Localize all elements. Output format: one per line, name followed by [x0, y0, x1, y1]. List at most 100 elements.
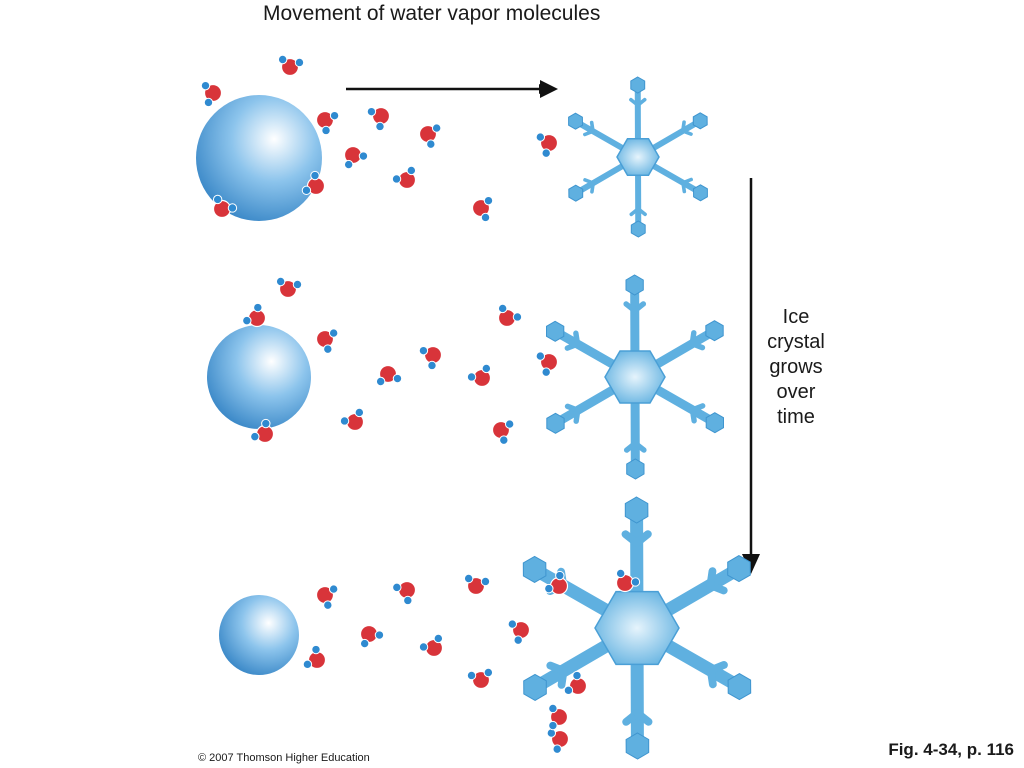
hydrogen-atom: [548, 703, 558, 714]
crystal-tip: [692, 184, 708, 202]
hydrogen-atom: [504, 419, 515, 429]
hydrogen-atom: [513, 635, 523, 645]
hydrogen-atom: [426, 139, 436, 149]
water-molecule: [471, 195, 494, 223]
water-molecule: [507, 619, 531, 645]
crystal-barb: [706, 661, 728, 675]
crystal-barb: [573, 407, 581, 424]
side-label: Ice crystal grows over time: [755, 305, 837, 430]
crystal-tip: [546, 320, 565, 342]
water-molecule: [315, 328, 339, 354]
hydrogen-atom: [481, 363, 492, 374]
hydrogen-atom: [359, 638, 370, 649]
water-molecule: [491, 419, 515, 445]
water-droplet-medium: [207, 325, 311, 429]
crystal-tip: [630, 76, 646, 94]
water-molecule: [212, 194, 238, 219]
water-molecule: [418, 633, 444, 658]
crystal-tip: [692, 112, 708, 130]
hydrogen-atom: [466, 670, 477, 681]
hydrogen-atom: [630, 577, 641, 587]
crystal-tip: [626, 458, 645, 480]
hydrogen-atom: [548, 720, 558, 731]
hydrogen-atom: [392, 582, 402, 593]
water-molecule: [375, 364, 403, 387]
water-molecule: [242, 302, 267, 328]
water-droplet-large: [196, 95, 322, 221]
hydrogen-atom: [358, 151, 369, 161]
hydrogen-atom: [552, 744, 562, 754]
hydrogen-atom: [499, 435, 509, 445]
hydrogen-atom: [374, 630, 385, 640]
hydrogen-atom: [294, 57, 305, 68]
ice-crystal: [522, 496, 752, 760]
crystal-barb: [629, 97, 640, 107]
hydrogen-atom: [250, 431, 260, 442]
water-molecule: [548, 703, 569, 731]
hydrogen-atom: [302, 659, 313, 670]
water-molecule: [615, 568, 641, 593]
side-label-line: over: [776, 381, 816, 403]
crystal-barb: [636, 207, 647, 217]
water-molecule: [497, 303, 523, 328]
hydrogen-atom: [507, 619, 518, 629]
hydrogen-atom: [227, 203, 238, 213]
crystal-barb: [564, 341, 581, 351]
water-molecule: [302, 644, 327, 670]
crystal-barb: [706, 567, 717, 590]
crystal-barb: [681, 120, 686, 133]
water-molecule: [343, 145, 369, 170]
water-molecule: [200, 80, 223, 108]
ice-crystal: [568, 76, 708, 238]
hydrogen-atom: [375, 121, 385, 132]
hydrogen-atom: [375, 376, 386, 387]
hydrogen-atom: [555, 570, 565, 581]
crystal-core: [594, 590, 680, 666]
hydrogen-atom: [310, 170, 320, 181]
hydrogen-atom: [546, 728, 557, 738]
hydrogen-atom: [343, 159, 354, 170]
hydrogen-atom: [200, 80, 211, 91]
crystal-barb: [621, 530, 641, 547]
water-molecule: [418, 345, 443, 371]
water-molecule: [535, 132, 559, 158]
water-molecule: [418, 123, 442, 149]
hydrogen-atom: [497, 303, 508, 314]
hydrogen-atom: [483, 667, 494, 678]
water-molecule: [463, 573, 491, 596]
water-molecule: [315, 584, 339, 610]
hydrogen-atom: [339, 416, 350, 426]
water-molecule: [301, 170, 326, 196]
crystal-core: [604, 350, 666, 404]
hydrogen-atom: [311, 644, 321, 655]
crystal-barb: [681, 177, 693, 185]
hydrogen-atom: [563, 685, 574, 696]
side-label-line: Ice: [782, 306, 810, 328]
hydrogen-atom: [328, 584, 339, 594]
diagram-title: Movement of water vapor molecules: [263, 2, 601, 25]
hydrogen-atom: [480, 212, 491, 223]
hydrogen-atom: [483, 195, 494, 206]
water-molecule: [466, 667, 494, 690]
hydrogen-atom: [544, 583, 554, 594]
crystal-tip: [630, 220, 646, 238]
water-molecule: [546, 728, 570, 754]
water-molecule: [359, 624, 385, 649]
hydrogen-atom: [323, 600, 333, 610]
side-label-line: crystal: [767, 331, 825, 353]
water-molecule: [315, 110, 340, 136]
hydrogen-atom: [328, 328, 339, 338]
hydrogen-atom: [392, 373, 403, 384]
water-molecule: [339, 407, 365, 432]
water-molecule: [366, 106, 391, 132]
crystal-tip: [624, 496, 649, 524]
water-molecule: [544, 570, 569, 596]
side-label-line: time: [777, 406, 815, 428]
hydrogen-atom: [418, 345, 429, 356]
water-molecule: [275, 276, 303, 299]
crystal-tip: [705, 412, 724, 434]
crystal-tip: [568, 184, 584, 202]
crystal-barb: [557, 666, 568, 689]
crystal-barb: [583, 129, 595, 137]
hydrogen-atom: [541, 367, 551, 377]
